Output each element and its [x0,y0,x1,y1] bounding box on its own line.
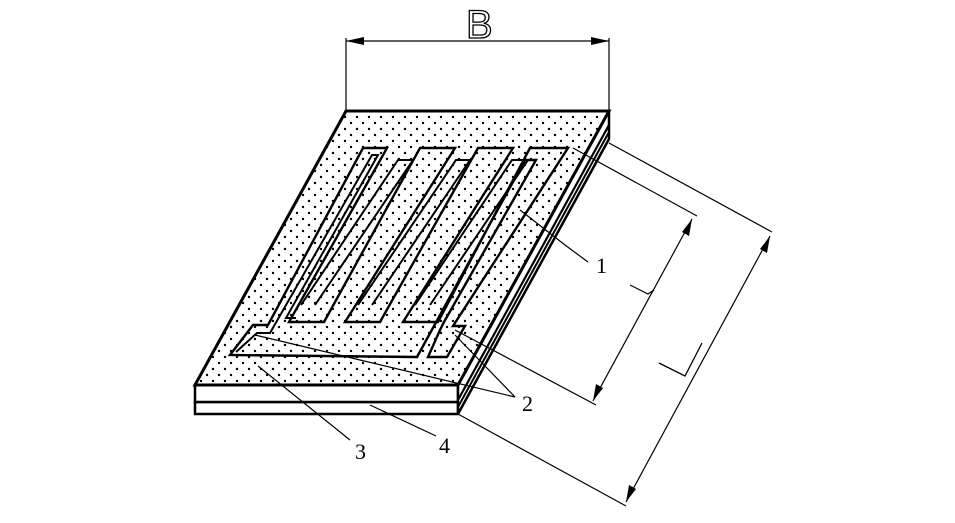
callout-2: 2 [522,391,533,416]
inner-ext-bottom [454,329,597,406]
inner-ext-top [572,147,698,217]
inner-dim-line [592,218,693,402]
leader-3 [257,365,351,441]
inner-tick-mark [629,284,655,295]
leader-4 [369,404,437,437]
dimension-l: L [457,142,773,507]
leader-lines [254,209,589,441]
callout-1: 1 [596,253,607,278]
grid-outer-path [227,146,571,359]
callout-labels: 1 2 3 4 [355,253,607,464]
grid-inner-path [235,154,530,353]
b-arrow-right [591,37,609,45]
right-side-seam-2 [457,131,610,408]
cover-layer-top [192,109,612,387]
b-label: B [466,3,493,47]
bottom-layer-side [193,400,460,416]
dimension-inner-length [454,147,698,406]
leader-2a [254,334,516,398]
inner-arrow-top [682,219,692,236]
leader-1 [519,209,589,263]
sensitive-grid [227,146,571,359]
l-arrow-bottom [626,485,636,502]
leader-2b [454,334,516,398]
l-ext-bottom [457,413,627,507]
dimension-b: B [345,2,610,111]
callout-4: 4 [439,433,450,458]
l-ext-top [608,142,773,233]
callout-3: 3 [355,439,366,464]
l-label-glyph [658,342,703,377]
l-dim-line [625,235,771,503]
l-arrow-top [760,236,770,253]
right-side-seam-1 [457,124,610,401]
b-arrow-left [346,37,364,45]
inner-arrow-bottom [593,384,603,401]
middle-layer-side [193,383,460,404]
